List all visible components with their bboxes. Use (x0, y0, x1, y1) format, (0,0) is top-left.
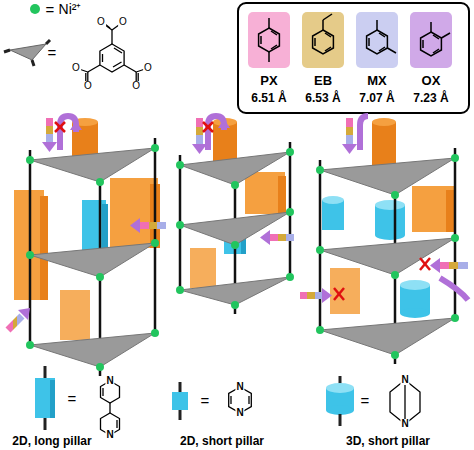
ion-label: Ni²⁺ (59, 2, 82, 16)
atom-label: O (96, 17, 106, 27)
atom-label: O (118, 17, 128, 27)
atom-label: N (105, 430, 114, 440)
atom-label: O (83, 81, 93, 91)
pillar-caption: 2D, short pillar (180, 435, 264, 447)
kinetic-diameter: 7.07 Å (359, 92, 394, 104)
guest-name: OX (422, 74, 441, 87)
kinetic-diameter: 6.51 Å (251, 92, 286, 104)
pillar-caption: 2D, long pillar (12, 435, 91, 447)
atom-label: O (143, 63, 153, 73)
atom-label: O (131, 81, 141, 91)
kinetic-diameter: 7.23 Å (413, 92, 448, 104)
atom-label: N (105, 376, 114, 386)
equals-sign: = (68, 391, 77, 406)
equals-sign: = (361, 393, 370, 408)
guest-name: MX (367, 74, 387, 87)
equals-sign: = (201, 393, 210, 408)
guest-name: EB (314, 74, 332, 87)
pillar-caption: 3D, short pillar (346, 435, 430, 447)
guest-name: PX (260, 74, 277, 87)
equals-sign: = (48, 45, 57, 60)
atom-label: N (235, 382, 244, 392)
atom-label: O (71, 63, 81, 73)
atom-label: N (235, 408, 244, 418)
kinetic-diameter: 6.53 Å (305, 92, 340, 104)
atom-label: N (400, 375, 409, 385)
equals-sign: = (46, 2, 55, 17)
atom-label: N (400, 419, 409, 429)
